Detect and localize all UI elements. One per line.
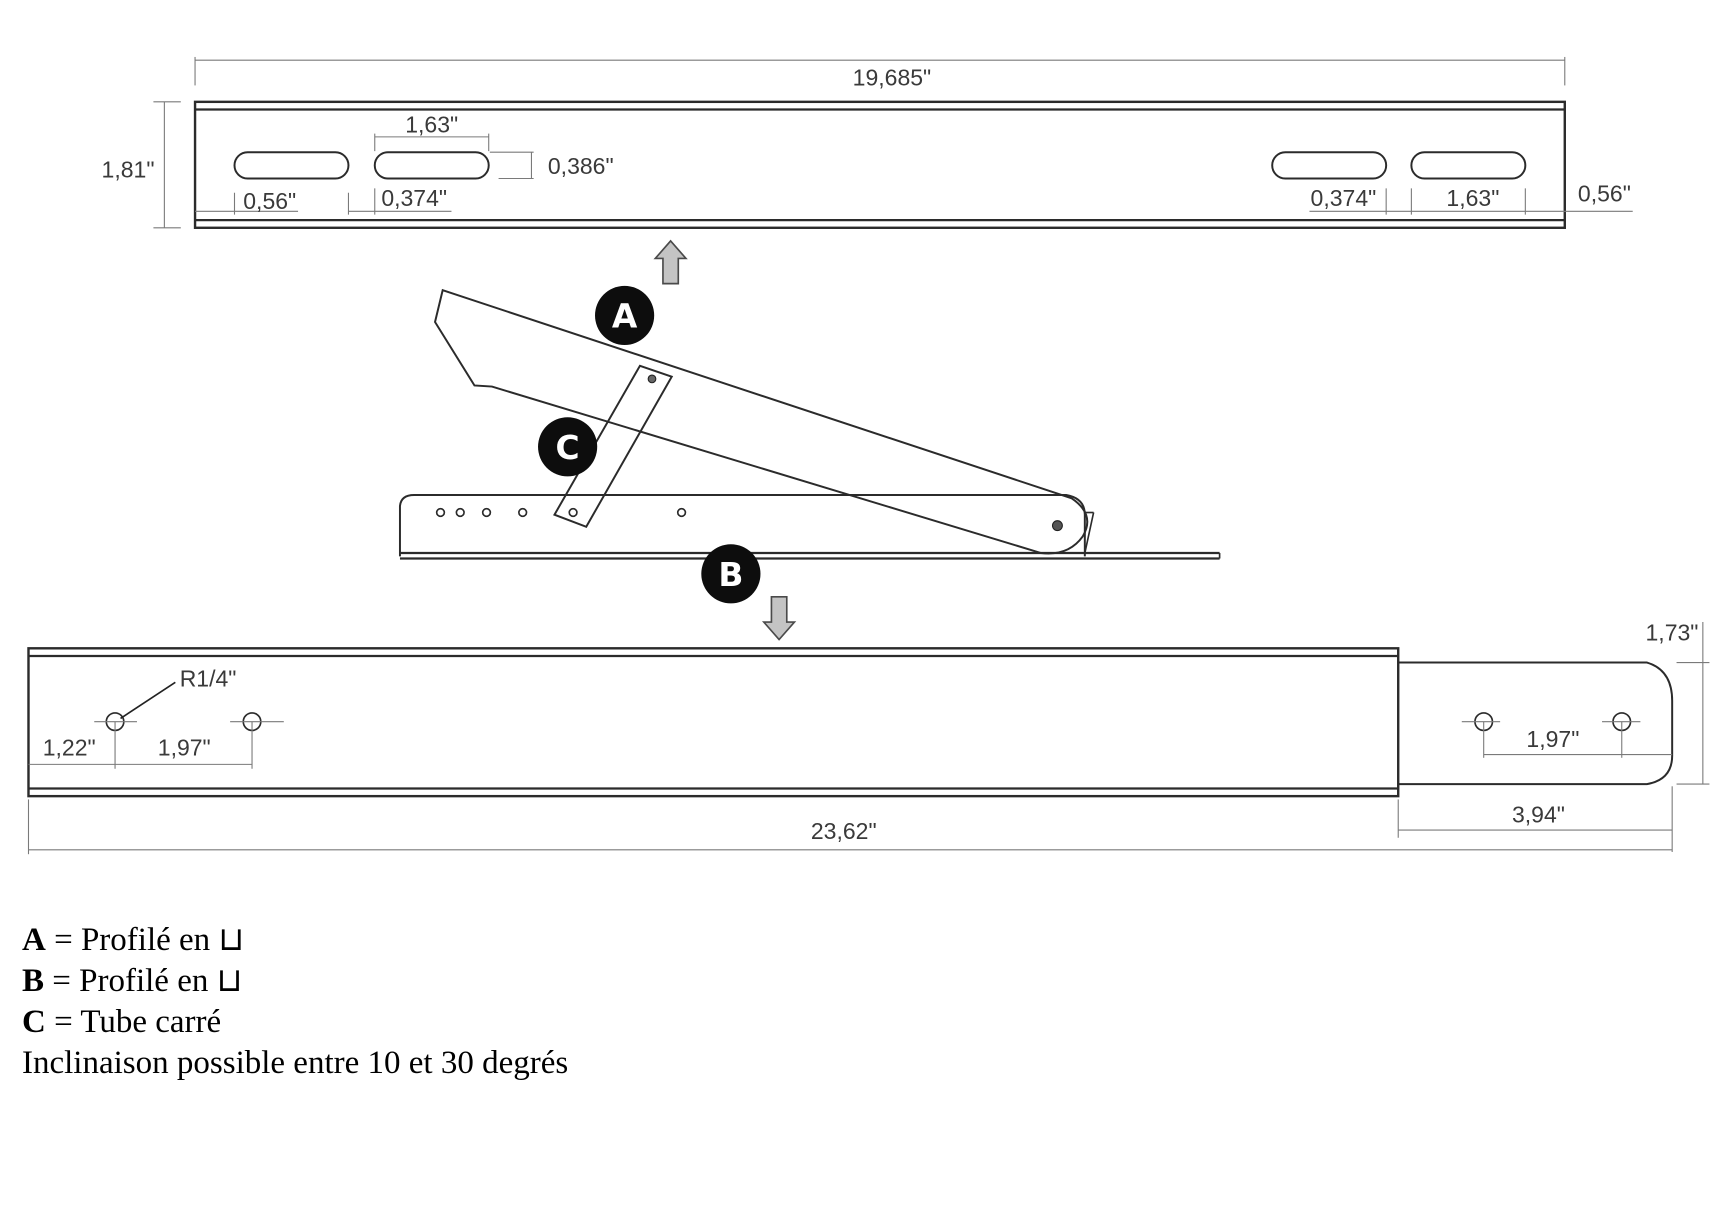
- dim-label: 1,63": [1446, 185, 1499, 211]
- svg-text:A: A: [612, 296, 638, 335]
- legend-item-c: C = Tube carré: [22, 1004, 222, 1040]
- dim-tab-height: 1,73": [1646, 620, 1710, 785]
- dim-label: 3,94": [1512, 801, 1565, 827]
- dim-hole-spacing-right: 1,97": [1483, 721, 1673, 758]
- legend-item-b: B = Profilé en ⊔: [22, 963, 243, 999]
- legend-item-a: A = Profilé en ⊔: [22, 922, 245, 958]
- profile-b-top-view: R1/4" 1,22" 1,97" 1,97" 1,73": [27, 620, 1710, 855]
- arrow-up-icon: [653, 239, 688, 285]
- dim-label: 0,374": [1311, 185, 1377, 211]
- dim-tab-length: 3,94": [1397, 786, 1673, 852]
- dim-label: 1,22": [43, 735, 96, 761]
- dim-slot-gap-right: 0,374": [1309, 185, 1412, 215]
- strut-hole: [568, 507, 578, 518]
- dim-label: 1,81": [102, 156, 155, 182]
- badge-a: A: [595, 285, 655, 345]
- profile-a-top-view: 19,685" 1,81" 1,63" 0,386" 0,56": [102, 56, 1633, 229]
- svg-text:B: B: [718, 555, 743, 594]
- slot: [373, 151, 490, 180]
- profile-a-side: [433, 288, 1089, 555]
- dim-label: 1,97": [158, 735, 211, 761]
- slot: [1271, 151, 1388, 180]
- dim-label: 1,73": [1646, 620, 1699, 646]
- dim-hole-spacing-left: 1,97": [115, 721, 253, 769]
- pivot-bolt: [1051, 520, 1063, 532]
- hole: [1461, 712, 1501, 732]
- dim-slot-height: 0,386": [489, 151, 614, 179]
- hinge-side-view: A C B: [398, 285, 1221, 604]
- profile-a-outline: [193, 100, 1566, 229]
- adjust-hole: [676, 507, 687, 518]
- dim-label: 0,56": [243, 188, 296, 214]
- legend-note: Inclinaison possible entre 10 et 30 degr…: [22, 1045, 569, 1081]
- badge-c: C: [538, 417, 598, 477]
- dim-overall-length-b: 23,62": [27, 799, 1673, 855]
- adjust-hole: [481, 507, 492, 518]
- slot: [1410, 151, 1527, 180]
- adjust-hole: [518, 507, 528, 518]
- svg-text:C: C: [556, 428, 580, 467]
- hole: [230, 712, 284, 732]
- adjust-hole: [435, 507, 446, 518]
- profile-b-outline: [27, 647, 1400, 798]
- dim-height-a: 1,81": [102, 101, 181, 229]
- dim-label: 0,386": [548, 153, 614, 179]
- dim-slot-gap-left: 0,374": [347, 185, 452, 215]
- dim-label: R1/4": [180, 666, 237, 692]
- arrow-down-icon: [761, 596, 797, 641]
- dim-slot-length: 1,63": [374, 112, 490, 152]
- slot: [233, 151, 350, 180]
- strut-bolt: [647, 374, 657, 384]
- dim-first-hole-offset: 1,22": [28, 721, 116, 769]
- dim-label: 0,56": [1578, 181, 1631, 207]
- profile-b-side: [398, 494, 1086, 557]
- profile-b-tab: [1398, 661, 1674, 786]
- adjust-hole: [455, 507, 465, 518]
- dim-left-edge-offset: 0,56": [195, 188, 299, 215]
- dim-slot-length-right: 1,63": [1411, 185, 1526, 215]
- dim-label: 1,97": [1526, 726, 1579, 752]
- dim-label: 23,62": [811, 818, 877, 844]
- badge-b: B: [701, 544, 761, 604]
- legend: A = Profilé en ⊔ B = Profilé en ⊔ C = Tu…: [22, 920, 568, 1084]
- dim-label: 19,685": [853, 64, 932, 90]
- dim-label: 0,374": [381, 185, 447, 211]
- dim-overall-length-a: 19,685": [194, 56, 1566, 90]
- dim-label: 1,63": [405, 112, 458, 138]
- dim-hole-radius: R1/4": [120, 666, 237, 720]
- dim-right-edge-offset: 0,56": [1525, 181, 1633, 212]
